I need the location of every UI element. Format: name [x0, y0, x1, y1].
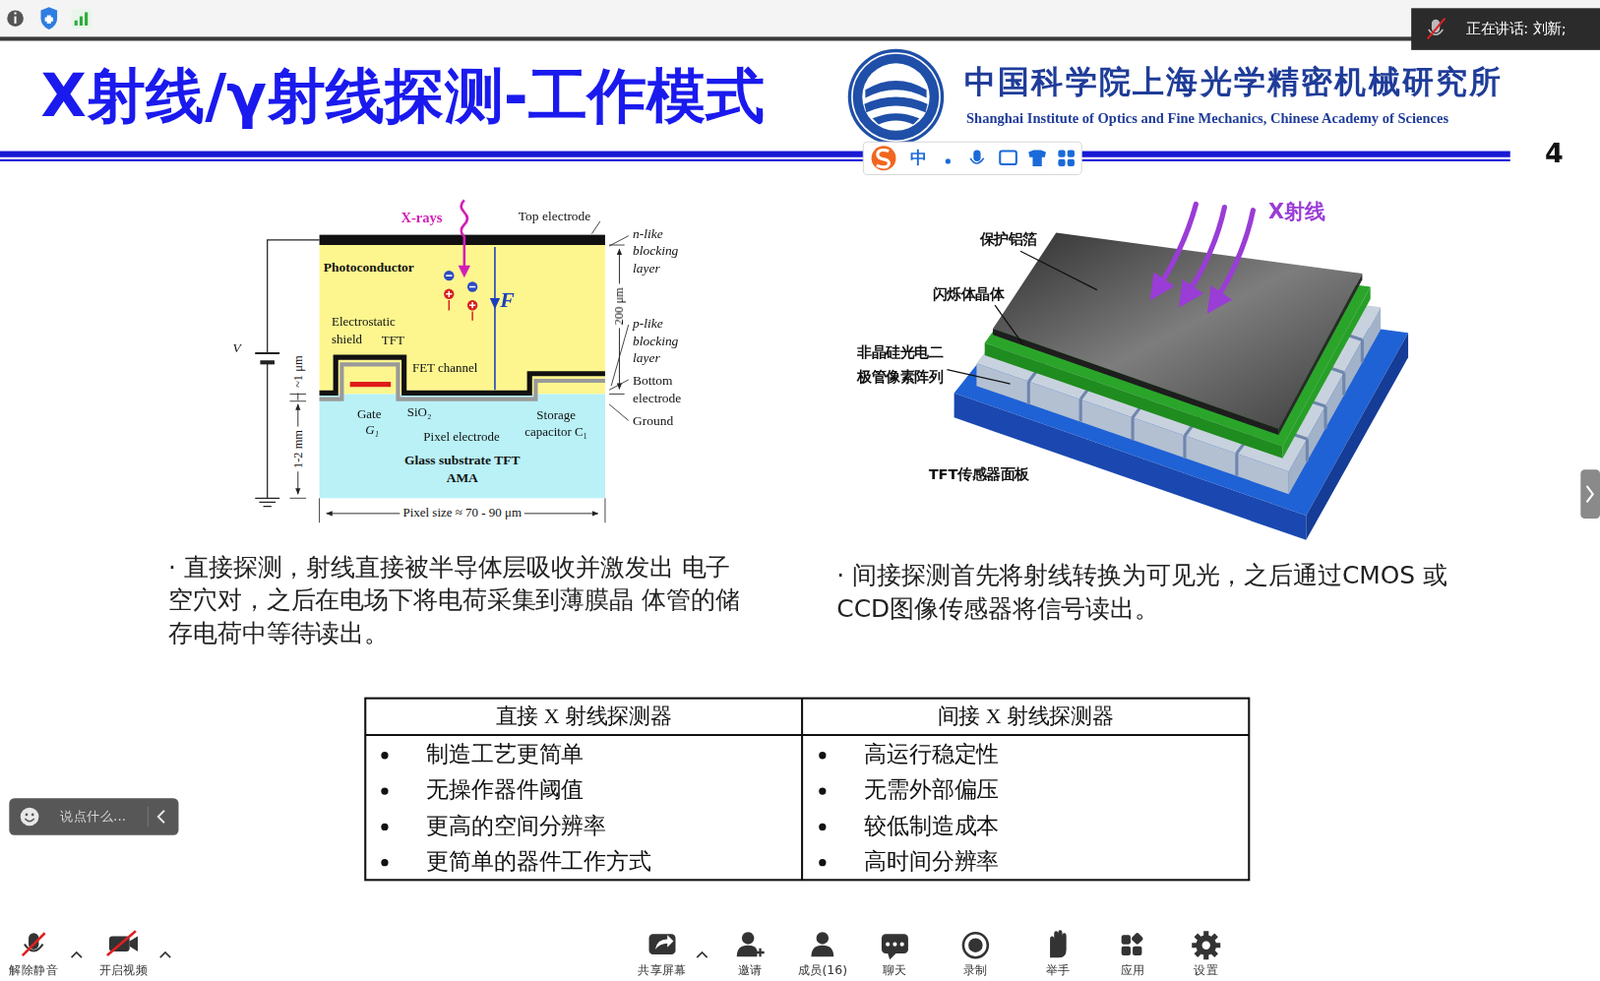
side-tab	[1580, 469, 1600, 519]
ime-toolbar	[862, 141, 1082, 175]
toolbar-label: 解除静音	[8, 962, 59, 978]
table-cell: 更简单的器件工作方式	[426, 848, 651, 875]
toolbar-label: 聊天	[882, 962, 908, 978]
meeting-toolbar	[22, 929, 1221, 960]
body-text: · 直接探测，射线直接被半导体层吸收并激发出 电子空穴对，之后在电场下将电荷采集…	[168, 551, 745, 650]
part-label: Top electrode	[518, 208, 592, 225]
voltage-label: V	[232, 339, 241, 356]
toolbar-label: 共享屏幕	[637, 962, 687, 978]
top-electrode	[319, 235, 606, 246]
toolbar-carets	[71, 952, 708, 958]
node-text: Photoconductor	[323, 257, 415, 276]
circuit-wires	[254, 221, 629, 523]
table-cell: 高时间分辨率	[863, 848, 999, 875]
part-label: Bottom electrode	[632, 371, 700, 407]
dimension-label: 1-2 mm	[290, 427, 306, 472]
table-cell: 无操作器件阈值	[426, 777, 584, 804]
part-label: Storage capacitor C₁	[524, 407, 588, 440]
layer-label: p-like blocking layer	[632, 314, 696, 368]
title-rule	[0, 151, 1511, 158]
toolbar-label: 邀请	[738, 962, 763, 978]
part-label: 闪烁体晶体	[932, 286, 1005, 304]
toolbar-label: 录制	[963, 962, 988, 978]
chat-input: 说点什么...	[8, 798, 179, 835]
institute-name: 中国科学院上海光学精密机械研究所	[964, 62, 1504, 102]
toolbar-label: 设置	[1193, 962, 1219, 978]
slide-title: X射线/γ射线探测-工作模式	[40, 61, 765, 132]
page-number: 4	[1544, 137, 1564, 170]
detector-stack	[954, 233, 1409, 541]
leader-lines	[946, 250, 1097, 384]
xray-arrows	[1153, 204, 1254, 310]
table-header: 直接 X 射线探测器	[495, 703, 673, 730]
table-cell: 较低制造成本	[863, 812, 999, 840]
layer-label: n-like blocking layer	[632, 224, 696, 277]
dimension-label: Pixel size ≈ 70 - 90 μm	[399, 505, 525, 522]
xray-label: X射线	[1268, 198, 1325, 224]
part-label: TFT传感器面板	[928, 465, 1030, 483]
shield-icon	[40, 6, 58, 30]
institute-name-en: Shanghai Institute of Optics and Fine Me…	[966, 110, 1449, 127]
part-label: SiO₂	[407, 405, 432, 422]
toolbar-label: 应用	[1120, 962, 1146, 978]
node-text: Glass substrate TFT AMA	[395, 451, 529, 487]
info-icon	[6, 9, 24, 27]
node-text: 说点什么...	[60, 798, 126, 835]
signal-icon	[71, 8, 93, 29]
node-text: 正在讲话: 刘新;	[1466, 7, 1567, 51]
speaker-indicator: 正在讲话: 刘新;	[1411, 7, 1600, 51]
ime-mode: 中	[910, 147, 927, 168]
xray-label: X-rays	[401, 210, 443, 228]
comparison-table	[365, 698, 1249, 881]
table-header: 间接 X 射线探测器	[937, 703, 1114, 730]
part-label: TFT	[381, 332, 405, 349]
part-label: Gate	[357, 407, 381, 424]
window-rule	[0, 36, 1600, 41]
table-cell: 无需外部偏压	[863, 777, 999, 804]
toolbar-label: 举手	[1046, 962, 1071, 978]
part-label: 非晶硅光电二极管像素阵列	[857, 339, 945, 389]
part-label: 保护铝箔	[980, 230, 1038, 247]
field-label: F	[499, 288, 515, 314]
part-label: Ground	[632, 412, 674, 429]
table-cell: 高运行稳定性	[863, 740, 999, 768]
toolbar-label: 开启视频	[99, 962, 149, 978]
part-label: G₁	[365, 423, 379, 439]
part-label: FET channel	[412, 360, 478, 376]
part-label: Pixel electrode	[423, 430, 499, 446]
window-bar	[0, 0, 1600, 37]
dimension-label: ~1 μm	[290, 352, 306, 391]
side-tab-chevron	[1587, 486, 1594, 503]
table-cell: 更高的空间分辨率	[426, 812, 607, 840]
institute-logo	[848, 49, 944, 146]
table-cell: 制造工艺更简单	[426, 740, 584, 768]
body-text: · 间接探测首先将射线转换为可见光，之后通过CMOS 或CCD图像传感器将信号读…	[836, 559, 1495, 625]
toolbar-label: 成员(16)	[798, 962, 848, 978]
dimension-label: 200 μm	[612, 284, 627, 328]
title-rule-thin	[0, 159, 1511, 162]
mic-muted-icon	[1421, 7, 1453, 51]
